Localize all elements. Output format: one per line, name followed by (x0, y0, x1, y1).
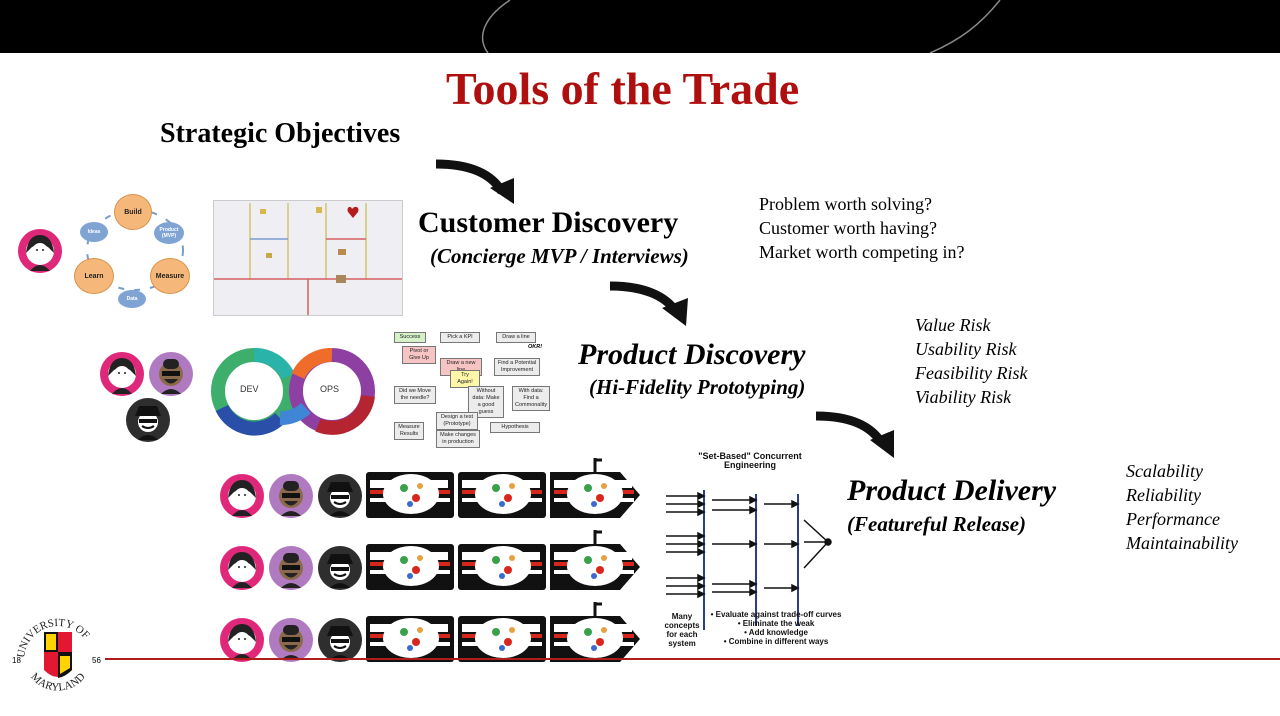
flow-box: Try Again! (450, 370, 480, 388)
avatar (269, 546, 313, 590)
avatar (18, 229, 62, 273)
lean-node-build: Build (114, 194, 152, 230)
set-based-bullets: • Evaluate against trade-off curves • El… (710, 610, 842, 646)
avatar-icon (327, 482, 353, 516)
train-icon (364, 530, 660, 592)
avatar (220, 618, 264, 662)
flow-box: Success (394, 332, 426, 343)
strategic-objectives-heading: Strategic Objectives (160, 118, 401, 149)
flow-box: With data: Find a Commonality (512, 386, 550, 411)
risk-list: Value Risk Usability Risk Feasibility Ri… (915, 313, 1027, 409)
lean-node-ideas: Ideas (80, 222, 108, 242)
list-item: Problem worth solving? (759, 194, 932, 214)
train-icon (364, 458, 660, 520)
avatar-icon (279, 553, 303, 588)
avatar (220, 546, 264, 590)
flow-box: Hypothesis (490, 422, 540, 433)
set-based-arrows (666, 490, 832, 630)
list-item: Performance (1126, 509, 1220, 529)
avatar (100, 352, 144, 396)
train-icon (364, 602, 660, 664)
list-item: Scalability (1126, 461, 1203, 481)
university-seal: UNIVERSITY OF MARYLAND 18 56 (10, 612, 106, 708)
quality-list: Scalability Reliability Performance Main… (1126, 459, 1238, 555)
product-discovery-subheading: (Hi-Fidelity Prototyping) (589, 375, 806, 399)
avatar (220, 474, 264, 518)
avatar-icon (279, 481, 303, 516)
flow-box: Did we Move the needle? (394, 386, 436, 404)
customer-discovery-subheading: (Concierge MVP / Interviews) (430, 244, 689, 268)
lean-node-data: Data (118, 290, 146, 308)
avatar-icon (159, 359, 183, 394)
flow-box: Draw a line (496, 332, 536, 343)
lean-cycle-diagram: Build Product (MVP) Measure Data Learn I… (70, 190, 200, 310)
product-delivery-subheading: (Featureful Release) (847, 512, 1027, 536)
list-item: Feasibility Risk (915, 363, 1028, 383)
arrow-icon (609, 281, 688, 326)
dev-label: DEV (240, 384, 259, 394)
product-delivery-heading: Product Delivery (847, 474, 1057, 507)
lean-node-product: Product (MVP) (154, 222, 184, 244)
ops-label: OPS (320, 384, 340, 394)
list-item: • Combine in different ways (723, 637, 829, 646)
avatar-icon (135, 406, 161, 440)
list-item: Reliability (1126, 485, 1201, 505)
maryland-flag-icon: UNIVERSITY OF MARYLAND (15, 617, 92, 694)
page-title: Tools of the Trade (446, 63, 800, 114)
list-item: Viability Risk (915, 387, 1012, 407)
okr-tag: OKR! (528, 344, 543, 350)
list-item: • Add knowledge (744, 628, 808, 637)
avatar-icon (26, 235, 54, 271)
list-item: Usability Risk (915, 339, 1017, 359)
customer-discovery-heading: Customer Discovery (418, 206, 679, 239)
set-based-diagram: "Set-Based" Concurrent Engineering (660, 450, 841, 660)
avatar-icon (228, 480, 256, 516)
banner-curves (481, 0, 1001, 53)
avatar-icon (327, 626, 353, 660)
avatar-icon (228, 624, 256, 660)
flow-box: Find a Potential Improvement (494, 358, 540, 376)
avatar (318, 474, 362, 518)
avatar (269, 618, 313, 662)
flow-box: Pick a KPI (440, 332, 480, 343)
product-discovery-heading: Product Discovery (578, 338, 806, 371)
arrow-icon (435, 159, 514, 204)
seal-year-right: 56 (92, 656, 101, 665)
list-item: • Eliminate the weak (737, 619, 815, 628)
avatar-icon (279, 625, 303, 660)
list-item: Customer worth having? (759, 218, 937, 238)
lean-node-measure: Measure (150, 258, 190, 294)
avatar-icon (108, 358, 136, 394)
devops-infinity-diagram: DEV OPS (208, 346, 378, 436)
seal-year-left: 18 (12, 656, 21, 665)
list-item: Value Risk (915, 315, 991, 335)
avatar (318, 618, 362, 662)
avatar (269, 474, 313, 518)
avatar (149, 352, 193, 396)
avatar-icon (327, 554, 353, 588)
avatar (318, 546, 362, 590)
lean-node-learn: Learn (74, 258, 114, 294)
top-banner (0, 0, 1280, 53)
flow-box: Make changes in production (436, 430, 480, 448)
set-based-title: "Set-Based" Concurrent Engineering (698, 451, 802, 470)
customer-questions-list: Problem worth solving? Customer worth ha… (759, 192, 964, 264)
list-item: Market worth competing in? (759, 242, 965, 262)
arrow-icon (815, 411, 894, 458)
business-model-canvas-image (213, 200, 403, 316)
flow-box: Pivot or Give Up (402, 346, 436, 364)
flow-box: Measure Results (394, 422, 424, 440)
flow-box: Design a test (Prototype) (436, 412, 478, 430)
avatar-icon (228, 552, 256, 588)
footer-rule (105, 658, 1280, 660)
list-item: • Evaluate against trade-off curves (710, 610, 842, 619)
okr-flowchart: Success Pick a KPI Draw a line Pivot or … (392, 330, 552, 448)
avatar (126, 398, 170, 442)
set-based-left-caption: Many concepts for each system (664, 612, 700, 648)
list-item: Maintainability (1126, 533, 1238, 553)
